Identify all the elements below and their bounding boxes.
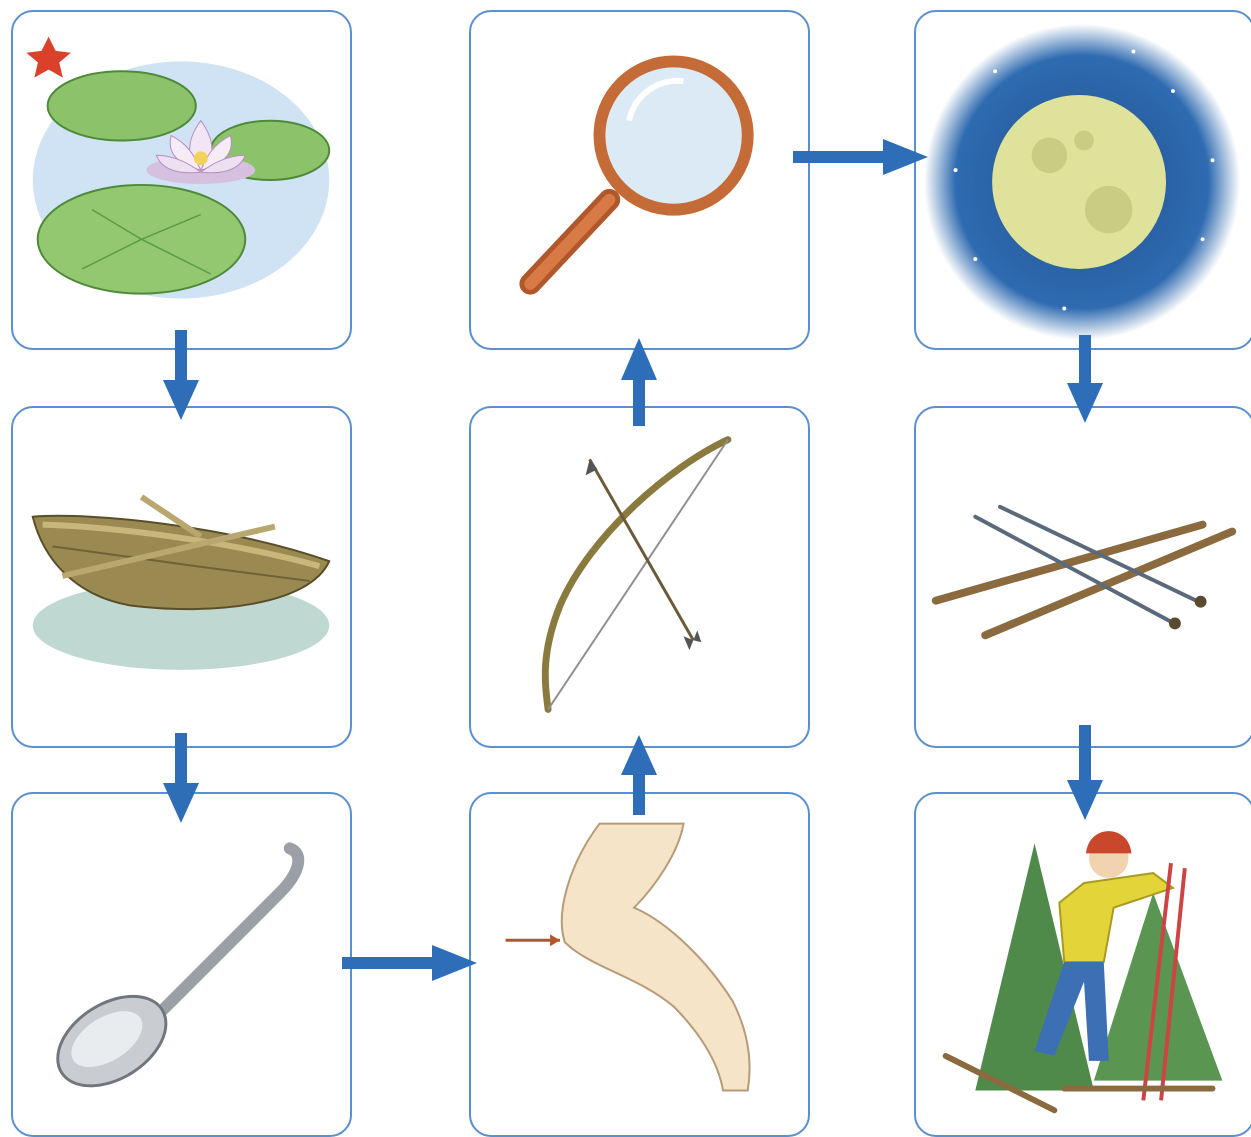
card-skier (914, 792, 1251, 1137)
card-arm-elbow (469, 792, 810, 1137)
arm-elbow-icon (471, 794, 808, 1135)
water-lily-icon (13, 12, 350, 348)
arrow-up-1 (621, 735, 657, 815)
card-spoon (11, 792, 352, 1137)
magnifying-glass-icon (471, 12, 808, 348)
skier-icon (916, 794, 1251, 1135)
star-icon (26, 37, 70, 78)
arrow-down-4 (1067, 725, 1103, 820)
spoon-icon (13, 794, 350, 1135)
card-rowboat (11, 406, 352, 748)
arrow-up-2 (621, 338, 657, 426)
arrow-right-1 (342, 945, 477, 981)
arrow-right-2 (793, 139, 928, 175)
full-moon-icon (916, 12, 1251, 348)
bow-and-arrow-icon (471, 408, 808, 746)
rowboat-icon (13, 408, 350, 746)
card-water-lily (11, 10, 352, 350)
arrow-down-3 (1067, 335, 1103, 423)
card-bow-and-arrow (469, 406, 810, 748)
arrow-down-2 (163, 733, 199, 823)
card-full-moon (914, 10, 1251, 350)
arrow-down-1 (163, 330, 199, 420)
skis-and-poles-icon (916, 408, 1251, 746)
card-skis-and-poles (914, 406, 1251, 748)
card-magnifying-glass (469, 10, 810, 350)
